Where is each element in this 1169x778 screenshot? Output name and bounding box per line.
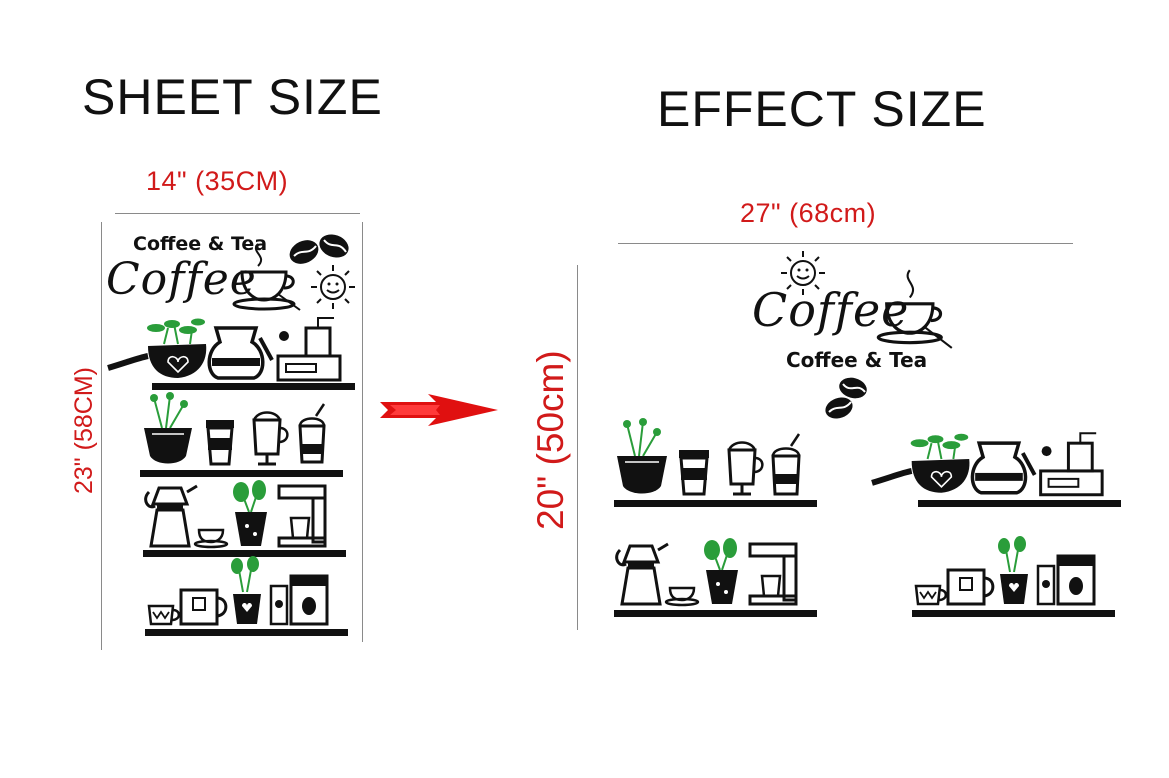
- sheet-width-rule: [115, 213, 360, 214]
- sheet-size-title: SHEET SIZE: [82, 69, 383, 125]
- sheet-shelf1-items-icon: [107, 317, 342, 382]
- sheet-shelf-3: [143, 550, 346, 557]
- sheet-coffee-script: Coffee: [106, 254, 257, 305]
- sheet-shelf3-items-icon: [144, 480, 327, 549]
- sheet-smiling-sun-icon: [311, 265, 355, 309]
- sheet-right-edge-rule: [362, 222, 363, 642]
- red-arrow-icon: [380, 394, 498, 426]
- effect-coffee-beans-icon: [825, 377, 867, 419]
- effect-shelfB-items-icon: [871, 432, 1104, 497]
- effect-shelf-B: [918, 500, 1121, 507]
- sheet-height-rule: [101, 222, 102, 650]
- effect-height-label: 20" (50cm): [530, 350, 571, 530]
- effect-coffee-script: Coffee: [752, 283, 910, 337]
- effect-smiling-sun-icon: [781, 251, 825, 295]
- effect-coffee-tea-text: Coffee & Tea: [786, 348, 928, 372]
- effect-size-title: EFFECT SIZE: [657, 81, 987, 137]
- sheet-coffee-tea-text: Coffee & Tea: [133, 233, 268, 255]
- sheet-coffee-cup-icon: [232, 243, 301, 311]
- effect-shelfC-items-icon: [615, 538, 798, 607]
- sheet-shelf-4: [145, 629, 348, 636]
- sheet-width-label: 14" (35CM): [146, 166, 289, 196]
- sheet-shelf-1: [152, 383, 355, 390]
- effect-width-rule: [618, 243, 1073, 244]
- effect-shelfD-items-icon: [914, 536, 1096, 606]
- effect-height-rule: [577, 265, 578, 630]
- sheet-shelf4-items-icon: [147, 556, 329, 626]
- effect-coffee-cup-icon: [876, 269, 953, 349]
- effect-shelf-A: [614, 500, 817, 507]
- sheet-height-label: 23" (58CM): [70, 367, 98, 494]
- effect-shelf-C: [614, 610, 817, 617]
- effect-width-label: 27" (68cm): [740, 198, 877, 228]
- effect-shelf-D: [912, 610, 1115, 617]
- sheet-coffee-beans-icon: [289, 234, 349, 264]
- effect-shelfA-items-icon: [617, 418, 801, 496]
- sheet-shelf2-items-icon: [144, 392, 326, 466]
- sheet-shelf-2: [140, 470, 343, 477]
